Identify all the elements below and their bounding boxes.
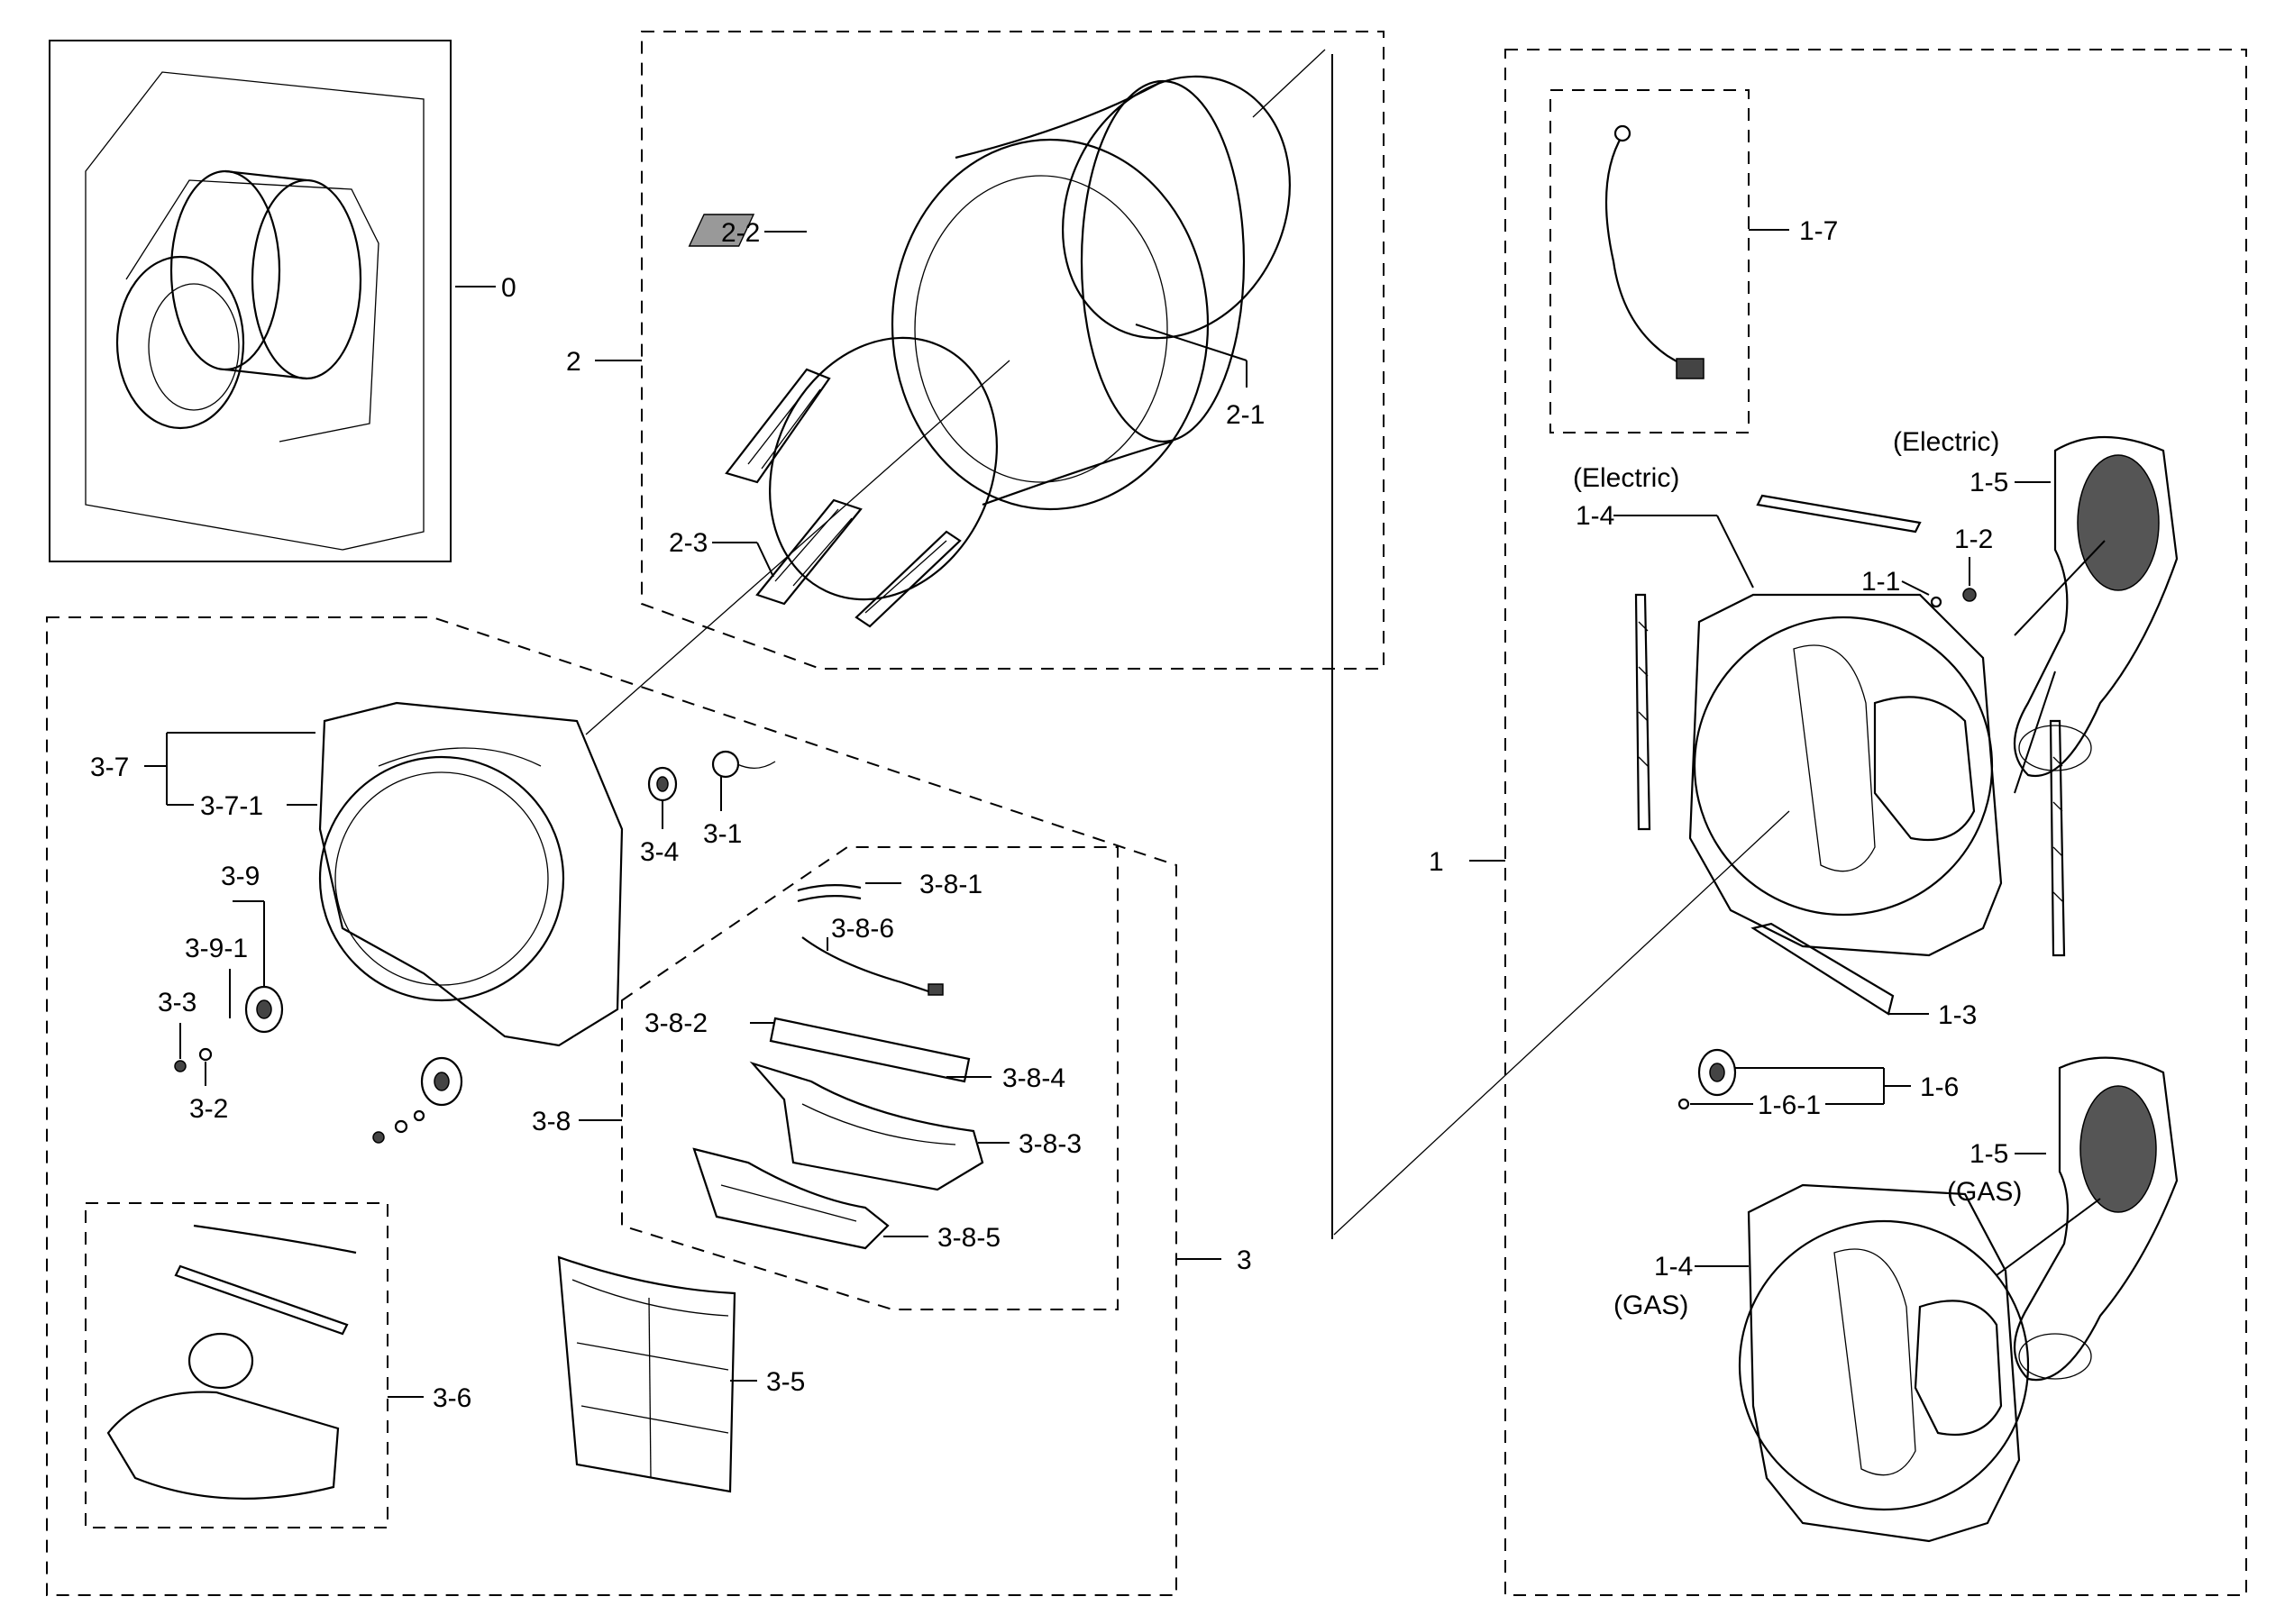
assembly-0-box (49, 40, 452, 562)
label-3-6: 3-6 (433, 1383, 471, 1413)
label-3-9-1: 3-9-1 (185, 934, 248, 963)
label-gas-a: (GAS) (1947, 1177, 2022, 1207)
part-2-2-pad (688, 214, 755, 247)
part-1-7-gas-valve-harness (1604, 124, 1705, 379)
part-3-8-1-clip (797, 884, 862, 903)
part-1-3-bracket (1750, 922, 1895, 1016)
part-3-5-lint-filter (557, 1255, 736, 1493)
label-1-4-electric: 1-4 (1576, 501, 1614, 531)
label-1-2: 1-2 (1954, 525, 1993, 554)
label-3-8-3: 3-8-3 (1019, 1129, 1082, 1159)
label-3-8-1: 3-8-1 (919, 870, 982, 899)
rear-drum-seal (1062, 75, 1291, 340)
part-3-8-3-filter-housing (749, 1061, 984, 1191)
label-3-5: 3-5 (766, 1367, 805, 1397)
label-3-8-4: 3-8-4 (1002, 1063, 1065, 1093)
group-3-dashed-outline (46, 616, 1177, 1596)
front-panel-frame (318, 701, 624, 1047)
part-3-8-4-filter-cover (769, 1017, 971, 1083)
part-1-4-rear-panel-gas (1738, 1183, 2030, 1543)
label-3-8-6: 3-8-6 (831, 914, 894, 944)
label-2-3: 2-3 (669, 528, 708, 558)
label-3-2: 3-2 (189, 1094, 228, 1124)
assembly-0-drum (115, 169, 379, 442)
label-1-3: 1-3 (1938, 1000, 1977, 1030)
label-2: 2 (566, 347, 581, 377)
group-1-dashed-outline (1504, 49, 2247, 1596)
label-3-7: 3-7 (90, 753, 129, 782)
label-3-3: 3-3 (158, 988, 196, 1017)
label-electric-a: (Electric) (1573, 463, 1679, 493)
group-1-7-dashed-outline (1549, 89, 1750, 433)
group-3-6-dashed-outline (85, 1202, 388, 1528)
label-1-6: 1-6 (1920, 1072, 1959, 1102)
label-3-8-5: 3-8-5 (937, 1223, 1001, 1253)
part-3-1-switch (711, 750, 776, 779)
label-2-2: 2-2 (721, 218, 760, 248)
label-1-5-gas: 1-5 (1970, 1139, 2008, 1169)
part-1-5-heater-gas (2013, 1056, 2179, 1382)
rear-panel-group-1: 1 1-7 (Electric) 1-4 1-1 (1333, 49, 2247, 1596)
part-1-6-roller (1677, 1048, 1737, 1110)
part-3-4-bushing (647, 766, 678, 802)
label-1-6-1: 1-6-1 (1758, 1090, 1821, 1120)
left-bracket-strip (1634, 593, 1651, 831)
right-bracket-strip (2049, 719, 2066, 957)
drum-lifter-c (855, 530, 962, 628)
lower-roller (372, 1056, 463, 1144)
group-3-8-dashed-outline (621, 846, 1119, 1310)
label-3-1: 3-1 (703, 819, 742, 849)
label-1-1: 1-1 (1861, 567, 1900, 597)
part-3-8-6-harness (801, 936, 944, 996)
part-3-2-washer (198, 1047, 213, 1062)
part-1-4-rear-panel-electric (1688, 593, 2003, 957)
drum-lifter-b (755, 498, 863, 606)
label-gas-b: (GAS) (1613, 1291, 1688, 1320)
label-3-8: 3-8 (532, 1107, 571, 1136)
axis-line-2 (1252, 49, 1326, 118)
label-3-7-1: 3-7-1 (200, 791, 263, 821)
leader-2-1 (1135, 324, 1248, 361)
label-1-5-electric: 1-5 (1970, 468, 2008, 497)
label-3: 3 (1237, 1245, 1252, 1275)
top-bracket-strip (1756, 494, 1922, 534)
part-3-8-5-filter-base (692, 1147, 890, 1250)
label-3-8-2: 3-8-2 (644, 1008, 708, 1038)
assembly-0-group: 0 (49, 40, 516, 562)
front-panel-group-3: 3 3-7 3-7-1 3-4 3-1 3-9 3-9-1 (46, 616, 1252, 1596)
label-1: 1 (1429, 847, 1444, 877)
drum-lifter-a (725, 368, 831, 484)
label-2-1: 2-1 (1226, 400, 1265, 430)
label-1-4-gas: 1-4 (1654, 1252, 1693, 1282)
part-1-5-heater-electric (2013, 435, 2179, 778)
label-1-7: 1-7 (1799, 216, 1838, 246)
group-2-dashed-outline (641, 31, 1385, 670)
drum-group-2: 2 2-2 2-3 2-1 (566, 31, 1385, 735)
part-3-6-duct (106, 1224, 357, 1500)
drum-body (891, 79, 1246, 511)
part-3-3-nut (174, 1060, 187, 1072)
front-drum-seal (769, 336, 998, 601)
label-0: 0 (501, 273, 516, 303)
label-electric-b: (Electric) (1893, 427, 1999, 457)
label-3-4: 3-4 (640, 837, 679, 867)
part-3-9-roller (244, 985, 284, 1034)
assembly-0-cabinet (85, 71, 425, 551)
label-3-9: 3-9 (221, 862, 260, 891)
